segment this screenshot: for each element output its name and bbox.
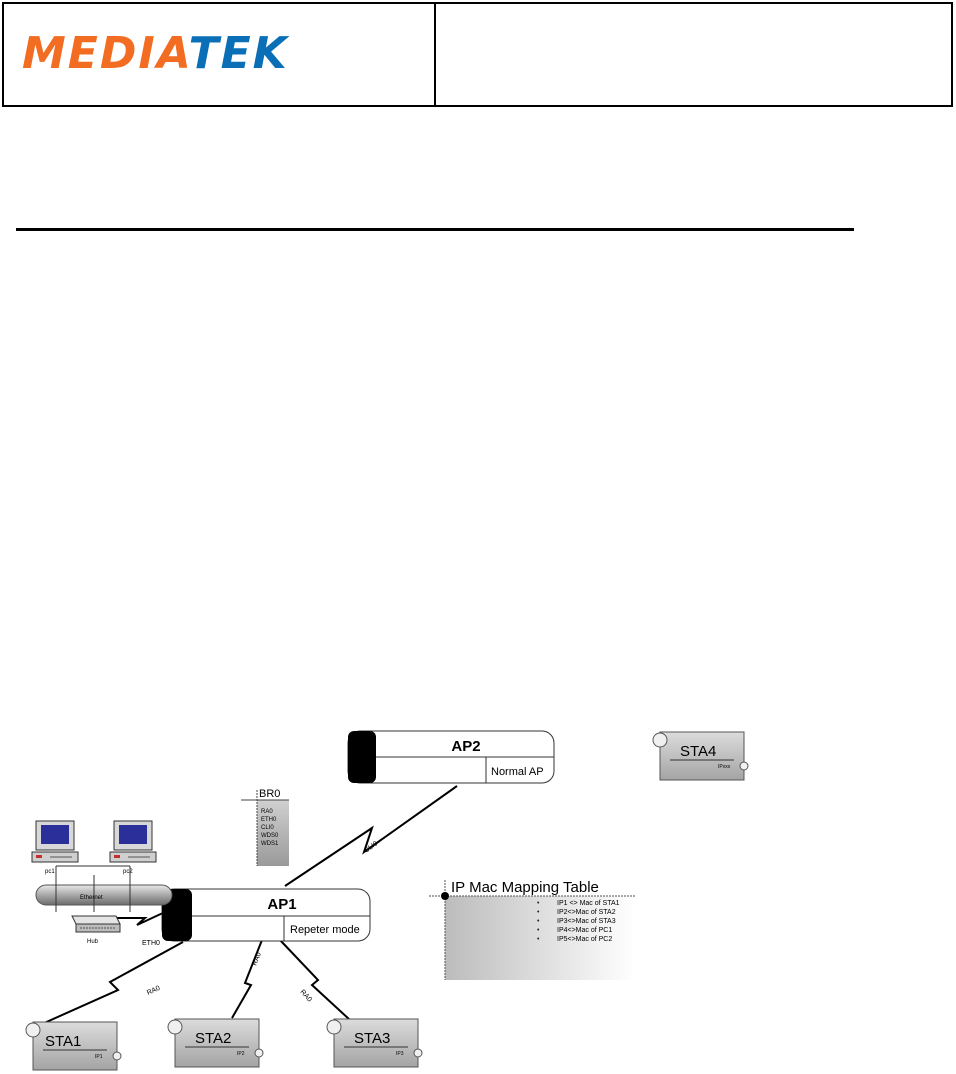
hub-label: Hub [87,939,99,945]
mapping-title: IP Mac Mapping Table [451,879,599,896]
ethernet-label: Ethernet [80,895,103,901]
ip-mac-mapping-table: IP Mac Mapping Table • • • • • IP1 <> Ma… [429,879,635,980]
link-ap1-sta1 [41,941,184,1025]
sta2-name: STA2 [195,1030,231,1047]
sta4-name: STA4 [680,743,716,760]
link-label-ra-sta1: RA0 [146,985,161,997]
svg-text:•: • [537,918,540,925]
sta3-name: STA3 [354,1030,390,1047]
link-label-ra-sta2: RA0 [251,951,263,966]
mapping-row-5: IP5<>Mac of PC2 [557,936,612,943]
svg-text:•: • [537,909,540,916]
mapping-row-3: IP3<>Mac of STA3 [557,918,616,925]
link-ap1-ap2 [284,785,458,887]
sta3-sub: IP3 [396,1051,404,1057]
bridge-if-3: CLI0 [261,825,274,831]
header-table: MEDIATEK [2,2,953,107]
mapping-row-2: IP2<>Mac of STA2 [557,909,616,916]
hub-icon [71,915,121,933]
sta2-sub: IP2 [237,1051,245,1057]
ap1-node: AP1 Repeter mode [161,888,371,942]
lan-segment: Ethernet pc1 pc2 Hub [31,820,173,945]
ap2-node: AP2 Normal AP [347,730,555,784]
svg-text:•: • [537,936,540,943]
sta1-sub: IP1 [95,1054,103,1060]
pc2-label: pc2 [123,869,133,875]
logo-part-tek: TEK [188,28,289,79]
link-ap1-sta2 [231,939,263,1019]
bridge-br0: BR0 RA0 ETH0 CLI0 WDS0 WDS1 [241,788,289,866]
link-label-eth: ETH0 [142,940,160,947]
bridge-if-1: RA0 [261,809,273,815]
pc2-computer-icon [109,820,157,863]
pc1-computer-icon [31,820,79,863]
sta1-name: STA1 [45,1033,81,1050]
svg-text:•: • [537,927,540,934]
ap2-mode: Normal AP [491,766,544,778]
station-sta3: STA3 IP3 [326,1018,423,1068]
pc1-label: pc1 [45,869,55,875]
station-sta4: STA4 IPxxx [652,731,749,781]
mediatek-logo: MEDIATEK [22,32,289,76]
station-sta2: STA2 IP2 [167,1018,264,1068]
header-divider [434,4,436,105]
station-sta1: STA1 IP1 [25,1021,122,1071]
logo-part-media: MEDIA [22,28,189,79]
ap1-mode: Repeter mode [290,924,360,936]
section-rule [16,228,854,231]
ap2-title: AP2 [451,738,480,755]
bridge-if-5: WDS1 [261,841,279,847]
sta4-sub: IPxxx [718,764,731,770]
ethernet-bus [35,884,173,906]
link-ap1-sta3 [279,939,351,1021]
mapping-row-1: IP1 <> Mac of STA1 [557,900,620,907]
mapping-row-4: IP4<>Mac of PC1 [557,927,612,934]
link-hub-ap1 [112,911,166,926]
bridge-title: BR0 [259,788,280,800]
wireless-links [41,785,458,1025]
link-label-ra-sta3: RA0 [299,989,313,1004]
bridge-if-4: WDS0 [261,833,279,839]
ap1-title: AP1 [267,896,296,913]
bridge-if-2: ETH0 [261,817,277,823]
svg-text:•: • [537,900,540,907]
